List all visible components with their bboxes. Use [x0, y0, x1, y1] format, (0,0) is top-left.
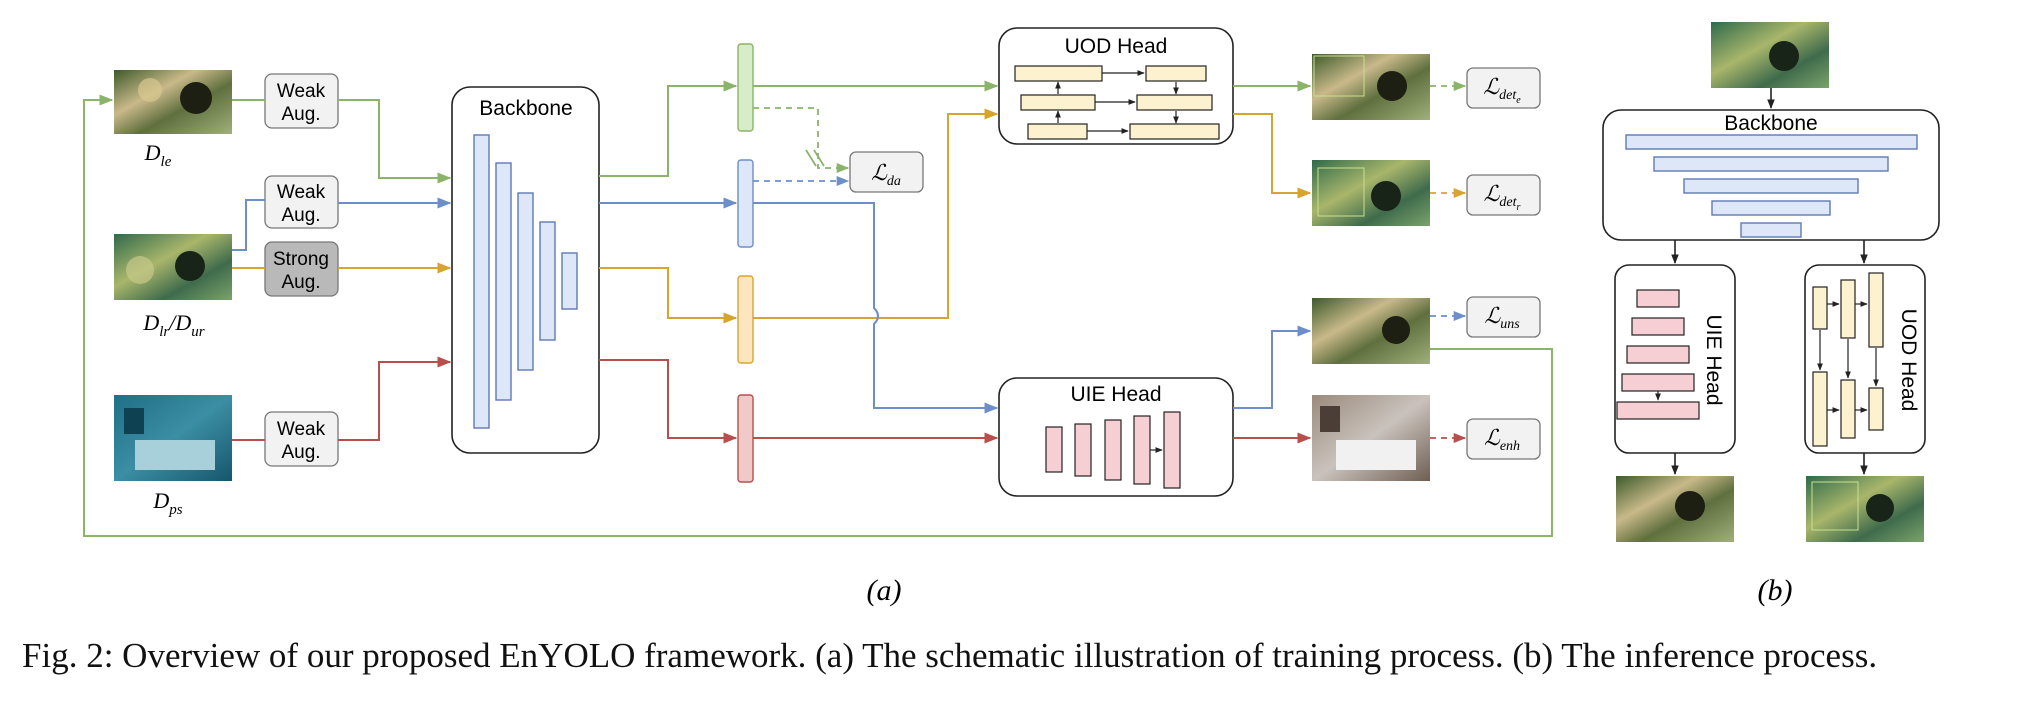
weak-aug-2-line2: Aug. [281, 205, 320, 226]
arrow-orange-to-uod [753, 108, 999, 319]
arrow-blue-to-uie [753, 202, 999, 414]
image-d-ps [114, 395, 232, 481]
loss-uns-box: ℒuns [1466, 296, 1541, 338]
image-d-lr-ur [114, 234, 232, 300]
weak-aug-box-3: Weak Aug. [264, 411, 339, 467]
panel-a-label: (a) [867, 574, 902, 607]
backbone-block-a: Backbone [451, 86, 600, 454]
weak-aug-box-2: Weak Aug. [264, 175, 339, 229]
label-d-le: Dle [144, 140, 172, 170]
weak-aug-3-line2: Aug. [281, 442, 320, 463]
uie-head-b-title: UIE Head [1702, 314, 1725, 405]
weak-aug-2-line1: Weak [277, 182, 326, 203]
loss-det-e-box: ℒdete [1466, 67, 1541, 109]
arrow-uie-to-uns-image [1233, 325, 1312, 409]
uod-head-b-title: UOD Head [1897, 309, 1920, 412]
loss-det-r-box: ℒdetr [1466, 174, 1541, 216]
image-b-output-uie [1616, 476, 1734, 542]
image-d-le [114, 70, 232, 134]
gradient-reversal-mark-2 [813, 149, 825, 167]
svg-text:ℒenh: ℒenh [1484, 425, 1520, 454]
image-b-input [1711, 22, 1829, 88]
output-image-uns [1312, 298, 1430, 364]
strong-aug-line1: Strong [273, 249, 329, 270]
arrow-backbone-red [599, 359, 738, 444]
feature-bar-red [737, 394, 754, 483]
feature-bar-orange [737, 275, 754, 364]
weak-aug-3-line1: Weak [277, 419, 326, 440]
label-d-lr-ur: Dlr/Dur [142, 310, 204, 340]
image-b-output-uod [1806, 476, 1924, 542]
uie-head-block-b: UIE Head [1614, 264, 1736, 454]
feature-bar-blue [737, 159, 754, 248]
output-image-det-r [1312, 160, 1430, 226]
arrow-uod-to-det-r-image [1233, 113, 1312, 199]
label-d-ps: Dps [152, 488, 182, 518]
weak-aug-box-1: Weak Aug. [264, 73, 339, 129]
uod-head-block-a: UOD Head [998, 27, 1234, 145]
weak-aug-1-line2: Aug. [281, 104, 320, 125]
svg-text:ℒda: ℒda [871, 160, 901, 189]
loss-enh-box: ℒenh [1466, 418, 1541, 460]
arrow-red-to-backbone [338, 356, 452, 441]
arrow-backbone-orange [599, 267, 738, 324]
svg-text:ℒdete: ℒdete [1483, 74, 1521, 106]
svg-text:ℒdetr: ℒdetr [1484, 181, 1521, 213]
loss-da-box: ℒda [849, 151, 924, 193]
output-image-enh [1312, 395, 1430, 481]
feature-bar-green [737, 43, 754, 132]
figure-caption: Fig. 2: Overview of our proposed EnYOLO … [22, 636, 1878, 675]
enyolo-diagram: Dle Dlr/Dur Dps Weak Aug. Weak Aug. Stro… [83, 22, 1940, 607]
arrow-green-to-backbone [338, 99, 452, 184]
backbone-block-b: Backbone [1602, 109, 1940, 241]
uie-head-block-a: UIE Head [998, 377, 1234, 497]
strong-aug-line2: Aug. [281, 272, 320, 293]
output-image-det-e [1312, 54, 1430, 120]
dashed-green-to-lda [753, 107, 850, 174]
gradient-reversal-mark-1 [805, 149, 817, 167]
uie-head-a-title: UIE Head [1070, 383, 1161, 406]
feedback-loop-arrow [83, 94, 1553, 537]
weak-aug-1-line1: Weak [277, 81, 326, 102]
backbone-b-title: Backbone [1724, 112, 1817, 135]
uod-head-block-b: UOD Head [1804, 264, 1926, 454]
strong-aug-box: Strong Aug. [264, 241, 339, 297]
uod-head-a-title: UOD Head [1065, 35, 1168, 58]
svg-text:ℒuns: ℒuns [1484, 303, 1520, 332]
backbone-a-title: Backbone [479, 97, 572, 120]
arrow-backbone-green [599, 80, 738, 177]
arrow-dlr-to-weak [232, 199, 265, 251]
panel-b-label: (b) [1758, 574, 1793, 607]
